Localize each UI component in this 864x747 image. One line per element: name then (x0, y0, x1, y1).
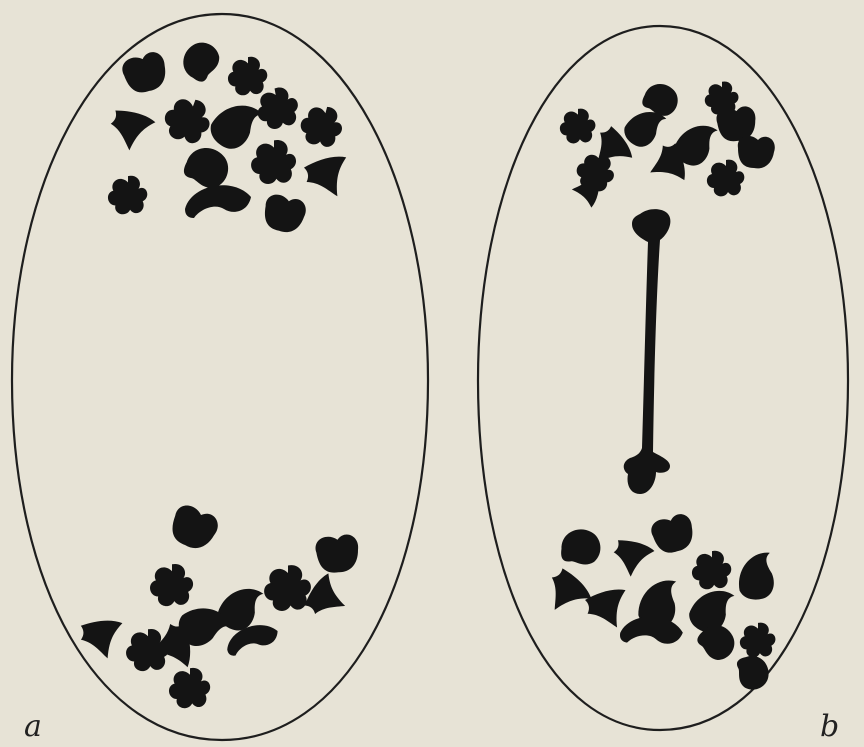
chromosome (560, 109, 596, 144)
chromosome (228, 57, 267, 96)
chromosome (108, 176, 147, 215)
chromosome (185, 185, 251, 218)
chromosome (169, 668, 210, 708)
chromosome-group-top-a (107, 38, 358, 236)
chromosome (314, 532, 362, 576)
panel-label-b: b (820, 712, 839, 742)
chromosome (119, 48, 172, 98)
chromosome (740, 623, 776, 658)
chromosome (731, 545, 788, 607)
chromosome (159, 92, 216, 149)
chromosome (251, 140, 296, 184)
chromosome-group-top-b (560, 81, 775, 208)
chromosome (264, 565, 311, 611)
chromosome (78, 617, 128, 662)
chromosome (262, 193, 308, 235)
chromosome (182, 144, 232, 190)
panel-b (478, 26, 848, 730)
chromosome (167, 502, 222, 554)
chromosome (296, 101, 346, 151)
panel-label-a: a (24, 712, 42, 742)
chromosome (557, 526, 603, 568)
chromosome-group-bottom-a (78, 502, 362, 708)
chromosome (537, 566, 595, 623)
chromosome (107, 109, 157, 154)
chromosome (178, 38, 223, 86)
chromosome-group-bottom-b (537, 510, 788, 695)
panel-a (12, 14, 428, 740)
chromosome (150, 564, 193, 606)
chromosome (730, 649, 774, 695)
chromatin-bridge (624, 209, 671, 494)
chromosome (303, 570, 356, 624)
chromosome (619, 611, 685, 652)
chromosome (738, 136, 775, 169)
chromosome-bridge (624, 209, 671, 494)
chromosome (301, 151, 357, 204)
chromosome (648, 510, 698, 558)
chromosome (707, 160, 744, 197)
chromosome (692, 551, 731, 590)
chromosome (610, 539, 655, 580)
